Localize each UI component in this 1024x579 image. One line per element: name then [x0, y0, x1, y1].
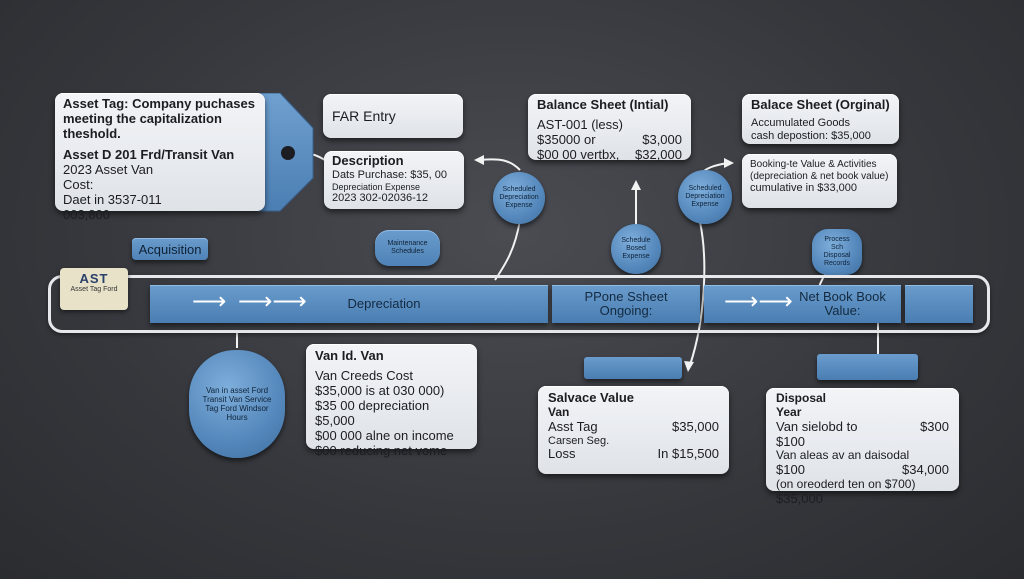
booking-value-card: Booking-te Value & Activities (depreciat…	[742, 154, 897, 208]
disposal-row2: $100	[776, 433, 805, 449]
bs-initial-row2: $35000 or$3,000	[537, 131, 682, 147]
description-line3: 2023 302-02036-12	[332, 191, 429, 204]
far-entry-title: FAR Entry	[332, 107, 396, 124]
circle2-label: Schedule Bosed Expense	[621, 236, 651, 261]
ast-badge-big: AST	[79, 271, 109, 286]
scheduled-depreciation-circle-3[interactable]: Scheduled Depreciation Expense	[678, 170, 732, 224]
booking-line2: (depreciation & net book value)	[750, 170, 889, 182]
description-line2: Depreciation Expense	[332, 181, 421, 192]
disposal-row4: $100$34,000	[776, 462, 949, 478]
van-id-line3: $35 00 depreciation	[315, 397, 430, 413]
acquisition-button[interactable]: Acquisition	[132, 238, 208, 260]
timeline-end-segment[interactable]	[905, 285, 973, 323]
van-id-line4: $5,000	[315, 412, 355, 428]
bs-initial-title: Balance Sheet (Intial)	[537, 97, 669, 112]
asset-tag-line6: Cost:	[63, 176, 94, 192]
arrow-right-long-icon: ⟶⟶	[238, 288, 307, 315]
asset-tag-card: Asset Tag: Company puchases meeting the …	[55, 93, 265, 222]
asset-tag-line1: Asset Tag: Company puchases	[63, 96, 255, 111]
arrowhead-bsinitial-2	[631, 180, 641, 190]
asset-tag-line7: Daet in 3537-011	[63, 191, 162, 207]
timeline-net-book-value-segment[interactable]: Net Book Book Value:	[704, 285, 901, 323]
salvage-title: Salvace Value	[548, 390, 635, 405]
asset-tag-line2: meeting the capitalization	[63, 110, 222, 126]
booking-line1: Booking-te Value & Activities	[750, 159, 877, 170]
van-id-line6: $00 reducing net vome	[315, 442, 448, 458]
timeline-balance-sheet-ongoing-segment[interactable]: PPone Ssheet Ongoing:	[552, 285, 700, 323]
disposal-row6: $35,000	[776, 491, 823, 506]
salvage-row1: Asst Tag$35,000	[548, 418, 719, 434]
nbv-line2: Value:	[824, 303, 861, 318]
arrowhead-bsinitial	[474, 155, 484, 165]
salvage-row2: Carsen Seg.	[548, 434, 610, 447]
depreciation-label: Depreciation	[347, 295, 421, 311]
asset-tag-line8: 003,800	[63, 206, 110, 222]
small-bar-disposal	[817, 354, 918, 380]
balance-sheet-initial-card: Balance Sheet (Intial) AST-001 (less) $3…	[528, 94, 691, 162]
tag-hole-icon	[281, 146, 295, 160]
small-bar-salvage	[584, 357, 682, 379]
process-disposal-circle-4[interactable]: Process Sch Disposal Records	[812, 229, 862, 275]
connector-circle3-to-salvage	[689, 221, 706, 366]
nbv-line1: Net Book Book	[799, 288, 886, 304]
disposal-sub: Year	[776, 404, 802, 419]
maintenance-schedule-pill[interactable]: Maintenance Schedules	[375, 230, 440, 266]
bs-original-title: Balace Sheet (Orginal)	[751, 97, 890, 112]
arrow-right-icon: ⟶	[192, 288, 227, 315]
tag-shape	[258, 93, 314, 212]
bs-initial-row3: $00 00 vertbx,$32,000	[537, 146, 682, 162]
asset-tag-line4: Asset D 201 Frd/Transit Van	[63, 146, 235, 162]
van-id-line1: Van Creeds Cost	[315, 367, 414, 383]
description-title: Description	[332, 153, 404, 168]
bs-ongoing-line2: Ongoing:	[599, 303, 653, 318]
bs-original-line2: cash depostion: $35,000	[751, 129, 871, 142]
far-entry-card: FAR Entry	[323, 94, 463, 138]
bs-initial-row1: AST-001 (less)	[537, 116, 623, 132]
schedule-expense-circle-2[interactable]: Schedule Bosed Expense	[611, 224, 661, 274]
booking-line3: cumulative in $33,000	[750, 182, 858, 194]
disposal-row1: Van sielobd to$300	[776, 418, 949, 434]
disposal-row5: (on oreoderd ten on $700)	[776, 477, 916, 492]
asset-tag-line3: theshold.	[63, 125, 121, 141]
balance-sheet-original-card: Balace Sheet (Orginal) Accumulated Goods…	[742, 94, 899, 144]
tag-circle-label: Van in asset Ford Transit Van Service Ta…	[202, 385, 272, 423]
circle3-label: Scheduled Depreciation Expense	[685, 184, 725, 209]
arrowhead-salvage	[684, 361, 694, 372]
bs-original-line1: Accumulated Goods	[751, 116, 851, 129]
ast-badge: AST Asset Tag Ford	[60, 268, 128, 310]
disposal-card: Disposal Year Van sielobd to$300 $100 Va…	[766, 388, 959, 506]
ast-badge-small: Asset Tag Ford	[70, 286, 118, 293]
bs-ongoing-line1: PPone Ssheet	[584, 288, 668, 304]
description-line1: Dats Purchase: $35, 00	[332, 168, 447, 181]
salvage-value-card: Salvace Value Van Asst Tag$35,000 Carsen…	[538, 386, 729, 474]
connector-circle1-to-track	[494, 219, 521, 281]
arrow-right-nbv-icon: ⟶⟶	[724, 288, 793, 315]
disposal-title: Disposal	[776, 391, 827, 405]
connector-circle1-to-bsinitial	[479, 158, 521, 171]
circle1-label: Scheduled Depreciation Expense	[499, 185, 539, 210]
timeline-track	[48, 275, 990, 333]
van-id-line5: $00 000 alne on income	[315, 427, 454, 443]
circle4-label: Process Sch Disposal Records	[823, 235, 851, 268]
description-card: Description Dats Purchase: $35, 00 Depre…	[324, 151, 464, 209]
disposal-row3: Van aleas av an daisodal	[776, 448, 910, 463]
van-id-card: Van Id. Van Van Creeds Cost $35,000 is a…	[306, 344, 477, 458]
asset-tag-line5: 2023 Asset Van	[63, 161, 154, 177]
salvage-sub: Van	[548, 404, 570, 419]
timeline-depreciation-segment[interactable]: Depreciation	[150, 285, 548, 323]
scheduled-depreciation-circle-1[interactable]: Scheduled Depreciation Expense	[493, 172, 545, 224]
van-id-title: Van Id. Van	[315, 348, 384, 363]
asset-tag-circle[interactable]: Van in asset Ford Transit Van Service Ta…	[189, 350, 285, 458]
arrowhead-booking	[724, 158, 734, 168]
van-id-line2: $35,000 is at 030 000)	[315, 382, 445, 398]
